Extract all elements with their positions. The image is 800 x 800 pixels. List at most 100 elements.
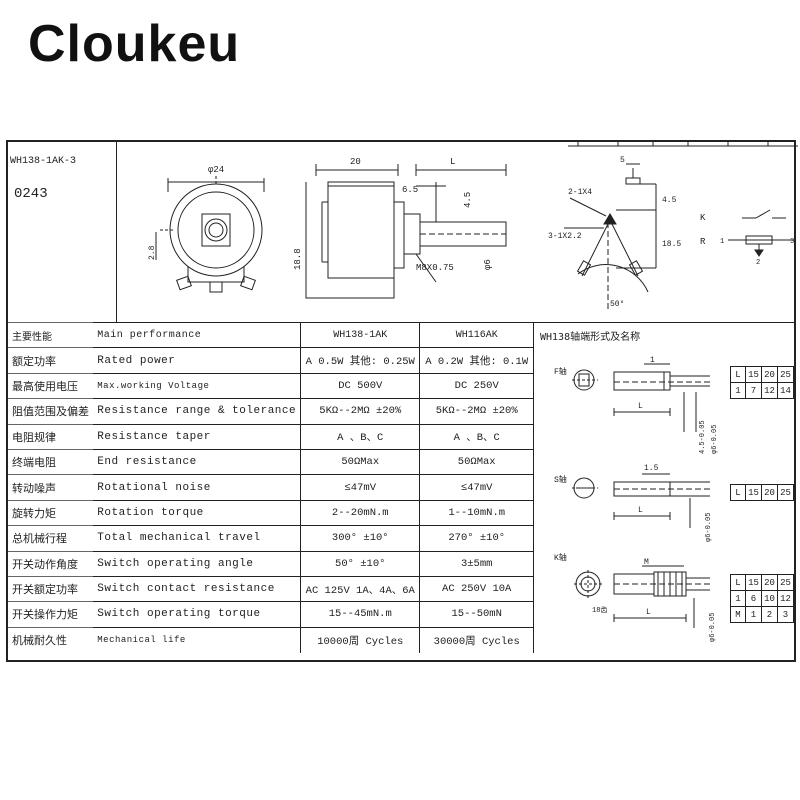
spec-label-cn: 阻值范围及偏差 (8, 398, 94, 425)
spec-label-en: Rotation torque (93, 499, 302, 526)
spec-value-wh116: 270° ±10° (419, 525, 534, 552)
s-shaft-dim-l: L (638, 506, 643, 515)
spec-label-en: Switch operating torque (93, 601, 302, 628)
dim-table-cell: 2 (760, 606, 778, 623)
shaft-end-view (564, 163, 657, 310)
dim-table-cell: 12 (760, 382, 778, 399)
spec-value-wh138: 5KΩ--2MΩ ±20% (300, 398, 421, 425)
spec-label-en: Resistance range & tolerance (93, 398, 302, 425)
spec-label-en: Rotational noise (93, 474, 302, 501)
dim-shaft-length: L (450, 157, 455, 167)
spec-value-wh116: WH116AK (419, 321, 534, 348)
dim-table-cell: 12 (776, 590, 795, 607)
switch-label-r: R (700, 237, 706, 247)
spec-label-en: Switch contact resistance (93, 575, 302, 602)
spec-label-en: Main performance (93, 321, 302, 348)
f-shaft-dia-a: 4.5-0.05 (699, 420, 707, 454)
dim-body-length: 20 (350, 157, 361, 167)
spec-label-cn: 开关操作力矩 (8, 601, 94, 628)
dim-table-cell: 14 (776, 382, 795, 399)
dim-table-cell: 15 (744, 574, 762, 591)
s-shaft-dia: φ6-0.05 (705, 513, 713, 542)
switch-pin-1: 1 (720, 238, 724, 246)
spec-value-wh116: 30000周 Cycles (419, 626, 534, 653)
k-shaft-dim-l: L (646, 608, 651, 617)
spec-value-wh116: 5KΩ--2MΩ ±20% (419, 398, 534, 425)
f-shaft-dim-1: 1 (650, 356, 655, 365)
dim-table-cell: 3 (776, 606, 795, 623)
brand-logo: Cloukeu (28, 15, 241, 73)
spec-value-wh116: DC 250V (419, 372, 534, 399)
spec-label-en: Rated power (93, 347, 302, 374)
spec-value-wh138: AC 125V 1A、4A、6A (300, 575, 421, 602)
dim-tab-width: 5 (620, 156, 625, 165)
dim-table-cell: L (730, 366, 746, 383)
spec-label-cn: 开关额定功率 (8, 575, 94, 602)
drawing-serial: 0243 (14, 186, 48, 202)
s-shaft-label: S轴 (554, 474, 567, 485)
spec-value-wh138: 300° ±10° (300, 525, 421, 552)
dim-diameter: φ24 (208, 165, 224, 175)
k-shaft-label: K轴 (554, 552, 567, 563)
spec-value-wh138: WH138-1AK (300, 321, 421, 348)
side-view (305, 164, 507, 299)
spec-label-cn: 总机械行程 (8, 525, 94, 552)
k-shaft-teeth: 18齿 (592, 606, 607, 615)
technical-drawing: WH138-1AK-3 0243 φ24 2.8 (8, 142, 796, 323)
dim-front-45: 4.5 (662, 196, 677, 205)
dim-table-cell: L (730, 484, 746, 501)
f-shaft-dim-l: L (638, 402, 643, 411)
spec-label-cn: 旋转力矩 (8, 499, 94, 526)
spec-value-wh116: 50ΩMax (419, 448, 534, 475)
spec-value-wh116: AC 250V 10A (419, 575, 534, 602)
drawing-views: φ24 2.8 20 (148, 156, 796, 310)
k-shaft-drawing (574, 565, 710, 628)
dim-table-cell: 25 (776, 366, 795, 383)
spec-value-wh116: 1--10mN.m (419, 499, 534, 526)
s-shaft-drawing (572, 473, 710, 528)
spec-value-wh138: 50° ±10° (300, 550, 421, 577)
shaft-drawings: F轴 L 1 4.5-0.05 φ6-0.05 S轴 L 1.5 (554, 356, 719, 642)
spec-label-en: Max.working Voltage (93, 372, 302, 399)
dim-table-cell: 15 (744, 484, 762, 501)
dim-table-cell: 25 (776, 574, 795, 591)
dim-table-cell: 20 (760, 574, 778, 591)
spec-label-en: Switch operating angle (93, 550, 302, 577)
spec-value-wh138: 15--45mN.m (300, 601, 421, 628)
spec-value-wh138: 10000周 Cycles (300, 626, 421, 653)
switch-pin-3: 3 (790, 238, 794, 246)
dim-shaft-height: 4.5 (463, 192, 473, 208)
dim-table-cell: 1 (730, 590, 746, 607)
dim-table-cell: 6 (744, 590, 762, 607)
dim-table-cell: 15 (744, 366, 762, 383)
title-block-ticks (568, 140, 798, 147)
dim-front-185: 18.5 (662, 240, 681, 249)
spec-value-wh116: ≤47mV (419, 474, 534, 501)
dim-table-cell: 20 (760, 366, 778, 383)
spec-label-en: Resistance taper (93, 423, 302, 450)
spec-value-wh138: ≤47mV (300, 474, 421, 501)
f-shaft-label: F轴 (554, 366, 567, 377)
switch-schematic (728, 209, 796, 257)
f-shaft-dia-b: φ6-0.05 (711, 425, 719, 454)
dim-table-cell: 20 (760, 484, 778, 501)
k-shaft-dim-m: M (644, 558, 649, 567)
dim-table-cell: L (730, 574, 746, 591)
spec-label-cn: 机械耐久性 (8, 626, 94, 653)
dim-knurl: 2-1X4 (568, 188, 592, 197)
dim-shaft-diameter: φ6 (483, 259, 493, 270)
